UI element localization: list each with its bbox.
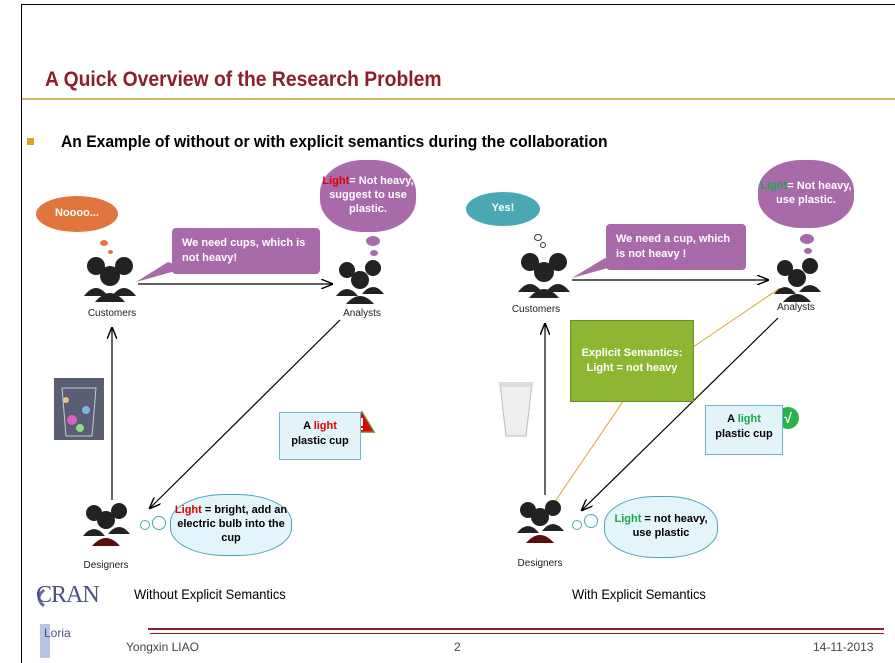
slide-frame [21,4,895,663]
thought-dot [534,234,542,241]
footer-date: 14-11-2013 [813,640,874,654]
footer-rule-thin [150,633,884,634]
thought-dot [152,516,166,530]
request-callout-right: We need a cup, which is not heavy ! [606,224,746,270]
analysts-icon-right [774,258,821,302]
slide-title: A Quick Overview of the Research Problem [45,68,442,91]
caption-right: With Explicit Semantics [572,586,706,602]
analysts-label-left: Analysts [343,308,381,319]
request-callout-left: We need cups, which is not heavy! [172,228,320,274]
plastic-cup-image [499,382,533,437]
title-underline [22,98,895,100]
analyst-thought-cloud-left: Light= Not heavy, suggest to use plastic… [320,160,416,232]
customers-label-left: Customers [87,308,137,319]
thought-dot [584,514,598,528]
thought-dot [108,250,113,254]
glowing-cup-image [54,378,104,440]
thought-dot [366,236,380,246]
thought-dot [572,520,582,530]
analysts-icon-left [336,260,384,304]
bullet-text: An Example of without or with explicit s… [61,132,608,151]
light-cup-note-left: A light plastic cup [279,412,361,460]
customers-thought-cloud-right: Yes! [466,192,540,226]
designers-label-right: Designers [517,558,563,569]
designers-icon-right [517,500,564,543]
cran-logo-text: CRAN [36,582,100,608]
customers-icon-right [518,253,570,298]
thought-dot [100,240,108,246]
designer-thought-cloud-left: Light = bright, add an electric bulb int… [170,494,292,556]
customers-icon-left [84,257,136,302]
footer-page: 2 [454,640,461,654]
customers-label-right: Customers [511,304,561,315]
bullet-marker [27,138,34,145]
thought-dot [540,242,546,248]
thought-dot [804,248,812,254]
loria-logo-text: Loria [44,626,71,640]
analyst-thought-cloud-right: Light= Not heavy, use plastic. [758,160,854,228]
arrow-analysts-to-designers-right [582,317,779,510]
arrow-analysts-to-designers-left [150,319,341,508]
designer-thought-cloud-right: Light = not heavy, use plastic [604,496,718,558]
thought-dot [140,520,150,530]
designers-icon-left [83,503,130,546]
semantics-link-designers [555,399,625,501]
thought-dot [800,234,814,244]
caption-left: Without Explicit Semantics [134,586,286,602]
customers-thought-cloud-left: Noooo... [36,196,118,232]
explicit-semantics-box: Explicit Semantics:Light = not heavy [570,320,694,402]
loria-logo [40,624,50,658]
analysts-label-right: Analysts [777,302,815,313]
designers-label-left: Designers [83,560,129,571]
footer-author: Yongxin LIAO [126,640,199,654]
thought-dot [370,250,378,256]
light-cup-note-right: A light plastic cup [705,405,783,455]
cran-logo [37,588,45,608]
check-glyph: √ [784,410,792,426]
footer-rule [148,628,884,630]
